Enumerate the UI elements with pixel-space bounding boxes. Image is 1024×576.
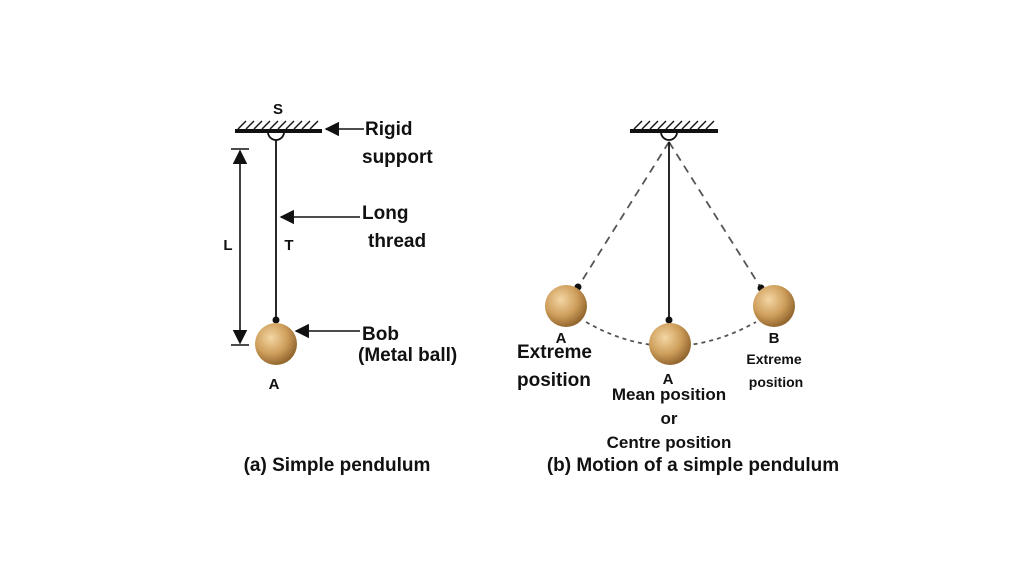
- bob-label-line1: Bob: [362, 324, 399, 345]
- bob-label-line2: (Metal ball): [358, 345, 457, 366]
- right-extreme-label-line1: Extreme: [746, 351, 801, 367]
- caption-a: (a) Simple pendulum: [244, 455, 431, 476]
- rigid-support-label-line2: support: [362, 147, 433, 168]
- mean-position-label-line3: Centre position: [607, 433, 732, 452]
- length-dimension: [231, 148, 249, 346]
- support-hatch-a: [237, 120, 319, 130]
- left-extreme-label-line2: position: [517, 370, 591, 391]
- long-thread-label-line1: Long: [362, 203, 408, 224]
- support-label-s: S: [273, 101, 283, 118]
- rigid-support-label-line1: Rigid: [365, 119, 413, 140]
- mean-bob-label-a: A: [663, 371, 674, 388]
- thread-knot-a: [272, 316, 280, 324]
- caption-b: (b) Motion of a simple pendulum: [547, 455, 839, 476]
- mean-position-label-line2: or: [661, 409, 678, 428]
- tension-label-t: T: [284, 237, 293, 254]
- right-extreme-label-line2: position: [749, 374, 803, 390]
- left-extreme-label-line1: Extreme: [517, 342, 592, 363]
- left-dashed-thread: [577, 141, 670, 288]
- right-bob-label-b: B: [769, 330, 780, 347]
- mean-bob: [649, 323, 691, 365]
- support-hatch-b: [633, 120, 715, 130]
- simple-pendulum-diagram: S Rigid support Long thread L T Bob (Met…: [223, 101, 457, 476]
- mean-position-label-line1: Mean position: [612, 385, 726, 404]
- bob-position-label-a: A: [269, 376, 280, 393]
- right-dashed-thread: [668, 141, 762, 289]
- long-thread-label-line2: thread: [368, 231, 426, 252]
- pivot-hook-b: [660, 131, 678, 141]
- length-label-l: L: [223, 237, 232, 254]
- left-bob-label-a: A: [556, 330, 567, 347]
- mean-thread-knot: [665, 316, 673, 324]
- pivot-hook-a: [267, 131, 285, 141]
- left-extreme-bob: [545, 285, 587, 327]
- pendulum-motion-diagram: A Extreme position A Mean position or Ce…: [517, 120, 839, 476]
- right-extreme-bob: [753, 285, 795, 327]
- bob-a: [255, 323, 297, 365]
